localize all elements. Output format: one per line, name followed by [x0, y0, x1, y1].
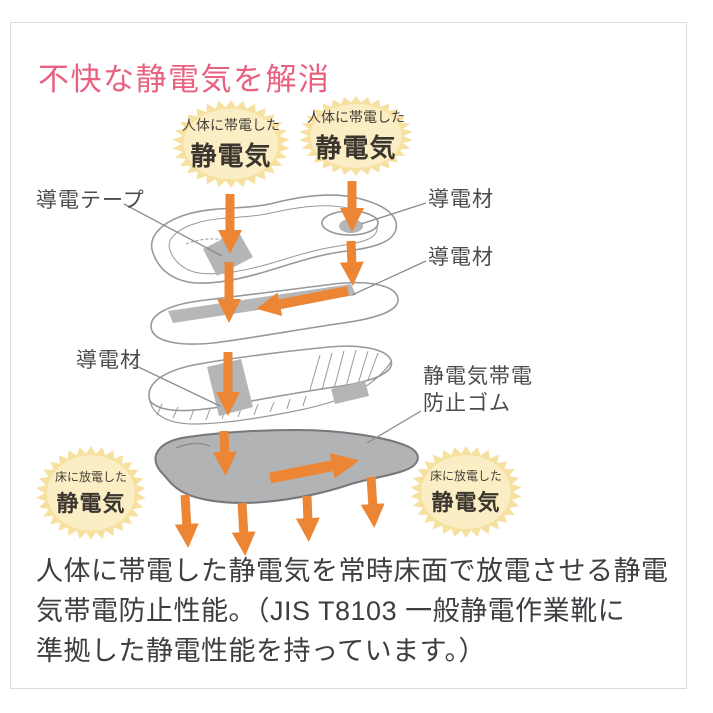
page-title: 不快な静電気を解消 [38, 62, 331, 97]
static-burst-top-left: 人体に帯電した 静電気 [172, 100, 290, 188]
static-burst-top-right: 人体に帯電した 静電気 [299, 96, 413, 176]
label-conductive-material-right-mid: 導電材 [428, 246, 494, 269]
burst-caption: 床に放電した [429, 469, 502, 483]
insole-heel-conductor [339, 219, 363, 233]
feature-description: 人体に帯電した静電気を常時床面で放電させる静電 気帯電防止性能。（JIS T81… [36, 556, 669, 666]
static-burst-bottom-left: 床に放電した 静電気 [36, 446, 146, 540]
outsole-shape [154, 428, 419, 504]
burst-word-static: 静電気 [56, 491, 126, 516]
burst-caption: 床に放電した [54, 470, 127, 484]
burst-word-static: 静電気 [315, 133, 397, 163]
label-conductive-material-left: 導電材 [76, 349, 142, 372]
label-antistatic-rubber: 静電気帯電 防止ゴム [423, 365, 533, 415]
burst-caption: 人体に帯電した [182, 117, 280, 133]
burst-word-static: 静電気 [190, 141, 272, 171]
burst-word-static: 静電気 [431, 490, 501, 515]
wedge-heel-conductor [331, 381, 369, 404]
burst-caption: 人体に帯電した [307, 109, 405, 125]
static-burst-bottom-right: 床に放電した 静電気 [410, 446, 522, 538]
leader-lines [123, 202, 427, 444]
wedge-hatching [156, 349, 379, 421]
insole-layer [150, 194, 398, 284]
outsole-heel-detail [175, 442, 211, 449]
label-conductive-tape: 導電テープ [36, 189, 145, 212]
label-conductive-material-right-top: 導電材 [428, 188, 494, 211]
